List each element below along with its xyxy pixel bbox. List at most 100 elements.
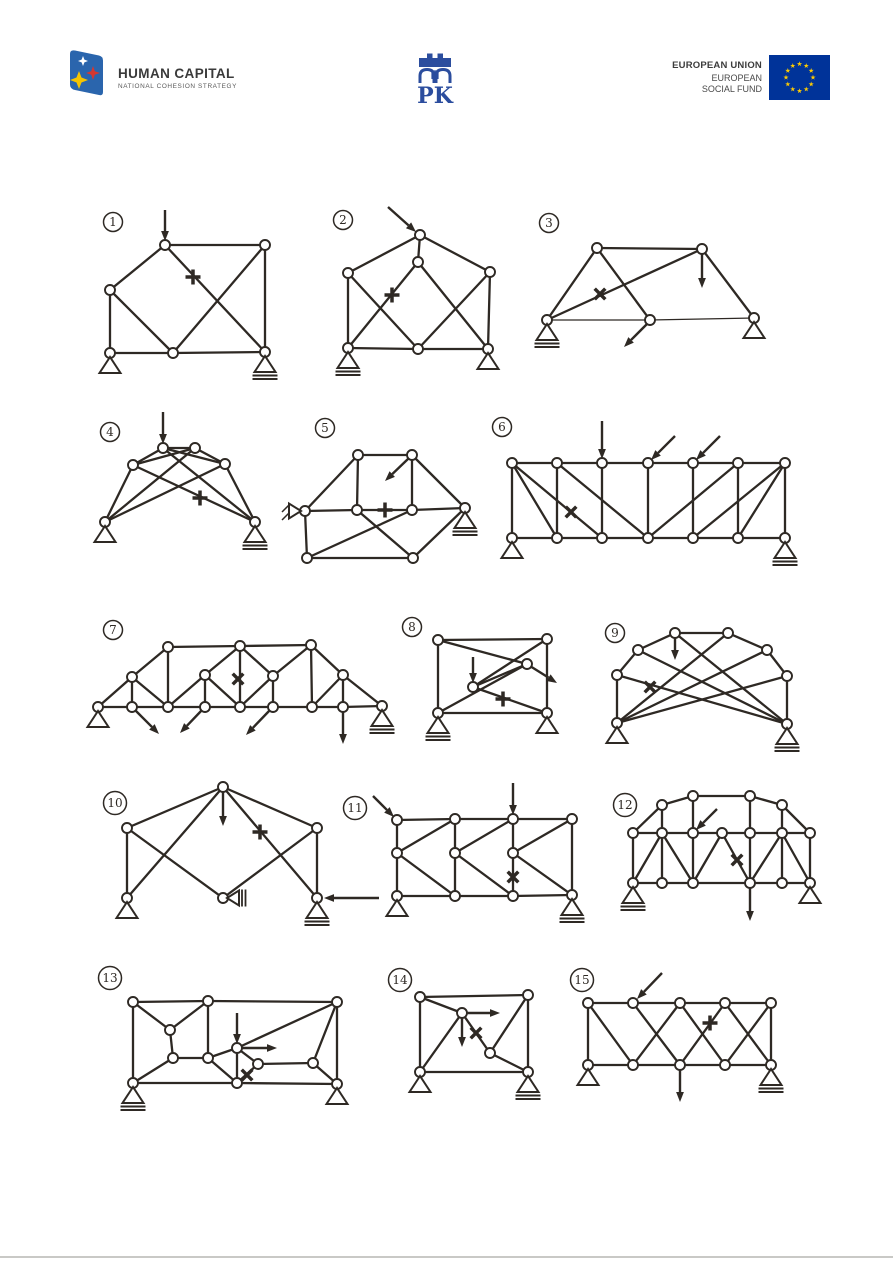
truss-joint: [596, 532, 608, 544]
member-marker: [730, 853, 744, 867]
truss-diagram-7: 7: [85, 619, 395, 744]
truss-member: [303, 508, 359, 513]
force-arrowhead: [637, 989, 647, 999]
truss-number-circle: [314, 417, 336, 439]
truss-number-text: 3: [545, 216, 553, 230]
truss-number: 12: [612, 792, 638, 818]
truss-joint: [744, 827, 756, 839]
member-marker: [185, 269, 201, 285]
member-marker: [252, 824, 268, 840]
truss-member: [416, 270, 492, 351]
truss-member: [545, 246, 599, 322]
support-slide-left: [225, 888, 240, 908]
truss-member: [395, 851, 457, 898]
truss-number-circle: [97, 965, 123, 991]
truss-joint: [267, 701, 279, 713]
force-arrowhead: [598, 449, 606, 459]
truss-member: [510, 461, 604, 540]
force-arrowhead: [180, 723, 190, 733]
truss-number: 10: [102, 790, 128, 816]
eu-line3: SOCIAL FUND: [701, 84, 762, 94]
truss-joint: [687, 827, 699, 839]
truss-number: 8: [401, 616, 423, 638]
truss-member: [235, 1000, 339, 1050]
force-arrowhead: [469, 673, 477, 683]
truss-number-circle: [538, 212, 560, 234]
truss-member: [436, 637, 549, 642]
truss-member: [631, 831, 664, 885]
truss-member: [310, 673, 345, 709]
truss-joint: [627, 997, 639, 1009]
truss-number-text: 6: [498, 420, 506, 434]
truss-number-circle: [569, 967, 595, 993]
truss-joint: [337, 669, 349, 681]
eu-star-icon: [796, 61, 803, 67]
truss-joint: [765, 997, 777, 1009]
truss-joint: [551, 532, 563, 544]
member-marker: [240, 1068, 254, 1082]
truss-member: [103, 463, 135, 524]
truss-joint: [507, 890, 519, 902]
truss-member: [691, 461, 787, 540]
truss-member: [471, 637, 549, 689]
truss-joint: [627, 827, 639, 839]
truss-member: [418, 995, 464, 1015]
truss-member: [418, 1011, 464, 1074]
support-roller: [772, 540, 798, 559]
truss-number-text: 7: [109, 623, 117, 637]
truss-member: [235, 1081, 339, 1086]
force-arrowhead: [676, 1092, 684, 1102]
truss-member: [436, 638, 529, 666]
support-pin: [534, 715, 560, 734]
truss-member: [395, 817, 457, 822]
truss-member: [511, 851, 574, 897]
force-arrowhead: [159, 434, 167, 444]
truss-member: [395, 817, 457, 855]
truss-member: [221, 785, 319, 830]
support-roller: [425, 715, 451, 734]
support-pin: [85, 709, 111, 728]
truss-member: [486, 270, 492, 351]
force-arrowhead: [546, 674, 557, 683]
force-arrow: [135, 710, 153, 728]
eu-star-icon: [803, 86, 809, 92]
truss-joint: [719, 997, 731, 1009]
truss-joint: [167, 1052, 179, 1064]
force-arrowhead: [161, 231, 169, 241]
truss-joint: [674, 997, 686, 1009]
member-marker: [469, 1026, 483, 1040]
truss-number: 14: [387, 967, 413, 993]
truss-member: [646, 461, 740, 540]
truss-member: [511, 893, 574, 898]
truss-number-circle: [342, 795, 368, 821]
force-arrow: [186, 709, 203, 727]
truss-member: [511, 817, 574, 855]
truss-member: [410, 506, 467, 512]
truss-member: [453, 817, 515, 855]
truss-number-circle: [612, 792, 638, 818]
truss-joint: [164, 1024, 176, 1036]
eu-flag-icon: [769, 55, 830, 100]
truss-member: [238, 644, 275, 678]
truss-joint: [267, 670, 279, 682]
truss-joint: [202, 1052, 214, 1064]
support-roller: [774, 726, 800, 745]
truss-member: [780, 831, 812, 885]
truss-number-circle: [102, 790, 128, 816]
truss-joint: [781, 670, 793, 682]
truss-joint: [719, 1059, 731, 1071]
eu-star-icon: [783, 74, 789, 80]
support-pin: [407, 1074, 433, 1093]
pk-logo: PK: [412, 52, 458, 111]
truss-member: [510, 461, 559, 540]
truss-member: [131, 1056, 175, 1085]
truss-member: [309, 643, 345, 677]
truss-member: [221, 826, 319, 900]
truss-joint: [449, 890, 461, 902]
truss-member: [346, 271, 420, 351]
eu-star-icon: [785, 68, 791, 73]
truss-joint: [406, 504, 418, 516]
truss-number-text: 14: [392, 973, 408, 987]
truss-joint: [352, 449, 364, 461]
truss-member: [303, 453, 360, 513]
